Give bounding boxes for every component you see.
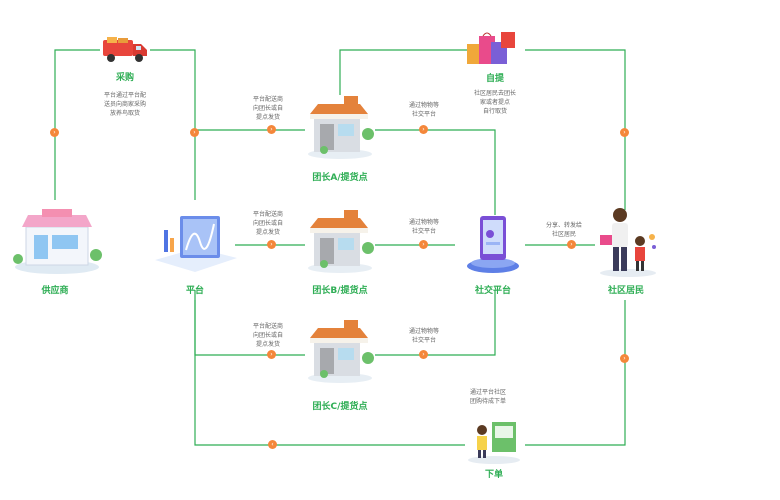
arrow-dot: › [190, 128, 199, 137]
order-person-icon [468, 422, 520, 464]
arrow-dot: ‹ [268, 440, 277, 449]
label-social-platform: 社交平台 [474, 286, 511, 296]
label-leader-a: 团长A/提货点 [312, 173, 368, 183]
arrow-dot: › [419, 240, 428, 249]
label-platform: 平台 [185, 286, 204, 296]
line-truck-to-platform [150, 49, 196, 200]
arrow-dot: › [267, 125, 276, 134]
store-c-icon [308, 320, 374, 383]
note-social-a: 通过物物等 社交平台 [408, 102, 439, 118]
label-order: 下单 [484, 470, 503, 480]
arrow-dot: › [419, 350, 428, 359]
line-residents-to-pickup [525, 49, 626, 210]
note-self-pickup: 社区居民去团长 家或者提点 自行取货 [473, 90, 516, 115]
note-order: 通过平台社区 团购待成下单 [469, 389, 506, 405]
line-supplier-to-truck [54, 49, 100, 200]
label-supplier: 供应商 [41, 286, 69, 296]
platform-screen-icon [155, 216, 237, 272]
arrow-dot: › [419, 125, 428, 134]
note-dispatch-b: 平台配送商 向团长或自 提点发货 [252, 211, 283, 236]
line-order-to-platform [194, 300, 465, 446]
gift-bags-icon [467, 32, 515, 64]
store-b-icon [308, 210, 374, 273]
social-phone-icon [467, 216, 519, 273]
label-leader-b: 团长B/提货点 [312, 286, 368, 296]
arrow-dot: › [50, 128, 59, 137]
truck-icon [103, 37, 147, 62]
label-purchase: 采购 [115, 73, 134, 83]
supplier-shop-icon [13, 209, 102, 274]
note-dispatch-c: 平台配送商 向团长或自 提点发货 [252, 323, 283, 348]
label-leader-c: 团长C/提货点 [312, 402, 368, 412]
arrow-dot: › [267, 240, 276, 249]
line-residents-to-order [525, 300, 626, 446]
residents-family-icon [600, 208, 656, 277]
note-social-c: 通过物物等 社交平台 [408, 328, 439, 344]
arrow-dot: › [620, 128, 629, 137]
label-residents: 社区居民 [607, 286, 644, 296]
arrow-dot: › [267, 350, 276, 359]
note-dispatch-a: 平台配送商 向团长或自 提点发货 [252, 96, 283, 121]
arrow-dot: › [620, 354, 629, 363]
label-self-pickup: 自提 [485, 74, 504, 84]
note-social-b: 通过物物等 社交平台 [408, 219, 439, 235]
line-pickup-to-leader-a [339, 49, 470, 95]
store-a-icon [308, 96, 374, 159]
line-c-to-social [375, 290, 496, 356]
note-purchase: 平台通过平台配 送员向商家采购 放养鸟取货 [103, 92, 146, 117]
line-a-to-social [375, 129, 496, 215]
note-share: 分享、转发给 社区居民 [545, 222, 582, 238]
arrow-dot: › [567, 240, 576, 249]
